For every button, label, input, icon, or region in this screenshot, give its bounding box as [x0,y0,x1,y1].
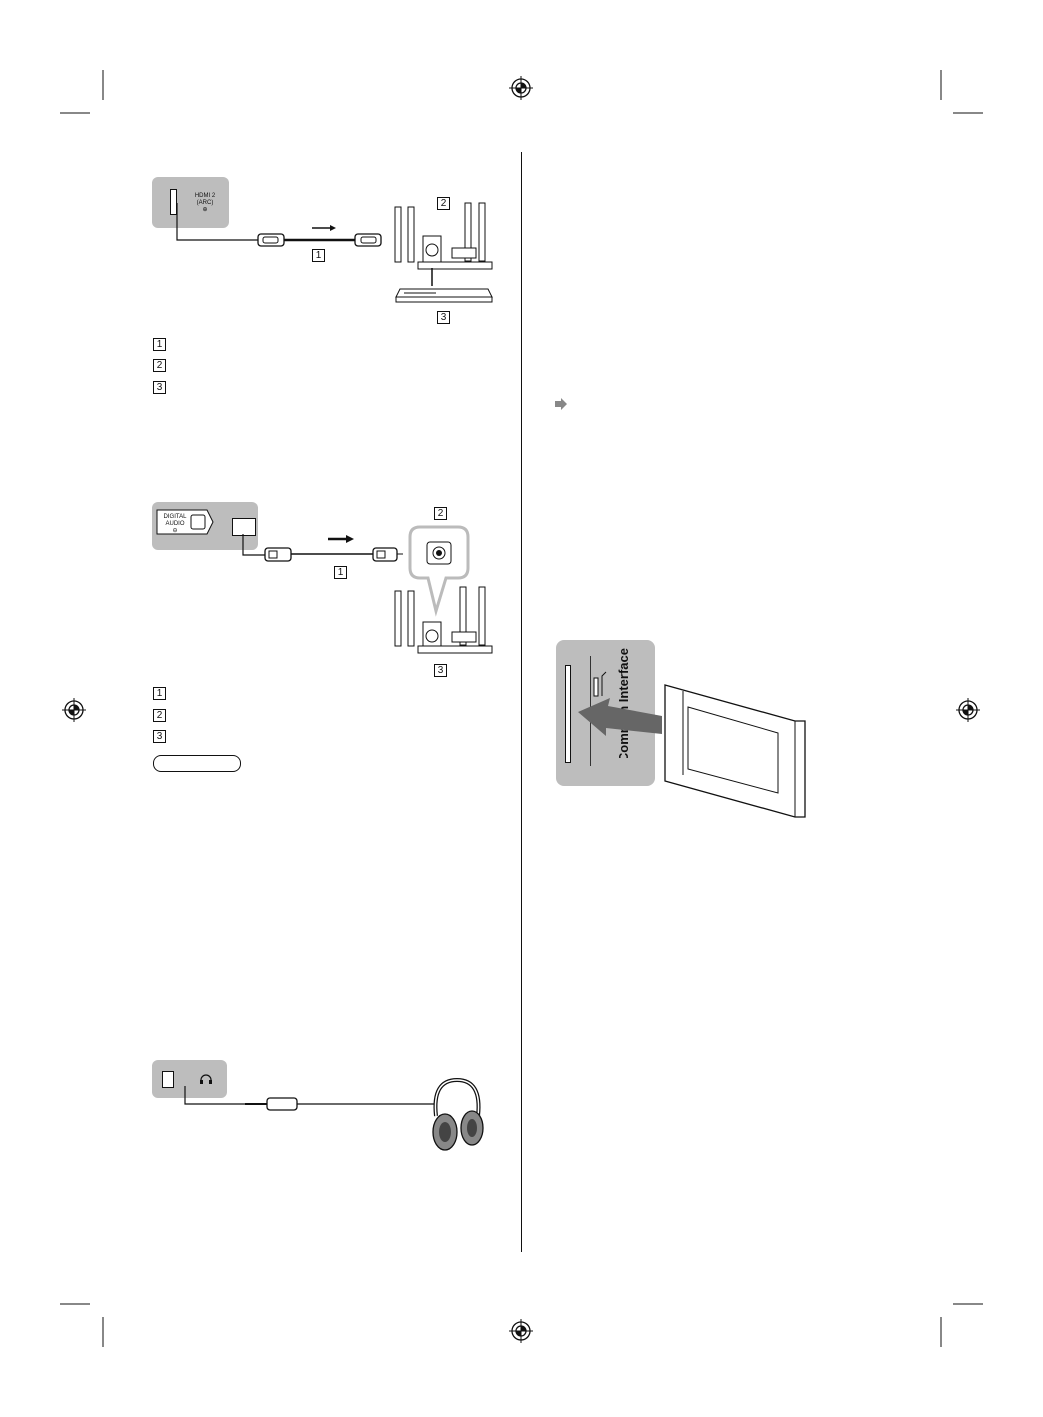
registration-mark-top [509,76,533,100]
registration-mark-left [62,698,86,722]
optical-label-line1: DIGITAL [163,514,187,520]
headphones-icon [432,1077,484,1151]
headphone-cable [184,1086,435,1111]
registration-mark-bottom [509,1319,533,1343]
optical-port-label: DIGITAL AUDIO ⊖ [160,514,190,535]
headphone-jack [162,1071,174,1088]
home-theater-icon [394,202,493,286]
callout-1: 1 [312,249,325,262]
optical-cable [242,534,403,562]
amplifier-icon [395,288,493,303]
optical-label-line2: AUDIO [165,521,185,527]
hdmi-port-label-line1: HDMI 2 [194,193,216,199]
hdmi-port-label-line2: (ARC) [196,200,214,206]
callout-3: 3 [437,311,450,324]
ci-module-card [664,684,806,818]
legend-1: 1 [153,338,166,351]
insert-arrow-icon [578,698,662,736]
legend-3: 3 [153,381,166,394]
callout-3-optical: 3 [434,664,447,677]
output-icon: ⊖ [172,528,178,534]
ci-marker [593,671,607,697]
note-badge [153,755,241,772]
ci-slot-opening [565,665,571,763]
hdmi-port-slot [170,189,177,215]
legend-1-optical: 1 [153,687,166,700]
callout-2-optical: 2 [434,507,447,520]
optical-port-socket [232,518,256,536]
arrow-bullet-icon [555,398,567,410]
callout-1-optical: 1 [334,566,347,579]
hdmi-port-label: HDMI 2 (ARC) ⊕ [188,193,222,214]
callout-2: 2 [437,197,450,210]
home-theater-icon-optical [394,586,493,654]
legend-3-optical: 3 [153,730,166,743]
hdmi-cable [176,203,382,247]
column-divider [521,152,522,1252]
registration-mark-right [956,698,980,722]
input-icon: ⊕ [202,207,208,213]
legend-2: 2 [153,359,166,372]
tv-terminal-panel [152,177,229,228]
legend-2-optical: 2 [153,709,166,722]
headphone-symbol-icon [200,1074,212,1084]
optical-port-frame [156,509,214,535]
optical-zoom-bubble [408,525,470,617]
